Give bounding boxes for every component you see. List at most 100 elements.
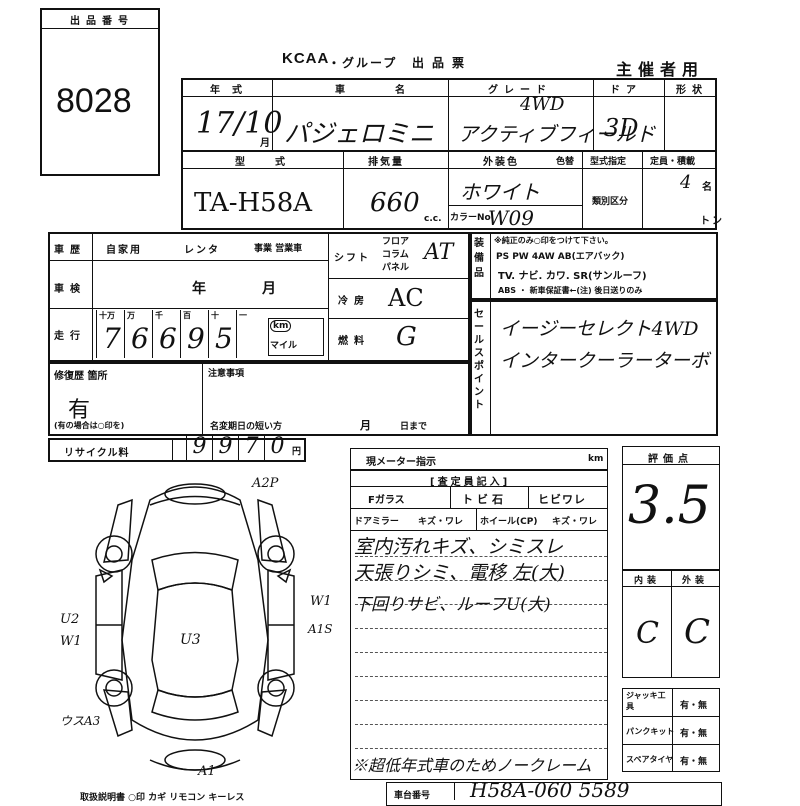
damage-mark-w1-left: W1 [60,634,82,649]
appraiser-note-3: 下回りサビ、ルーフU(大) [354,595,551,615]
category-label: 類別区分 [592,197,629,207]
recycle-digit: 9 [212,434,238,462]
mileage-unit-label: 万 [127,311,135,320]
recycle-unit: 円 [292,447,302,457]
mileage-km: km [270,320,292,332]
history-table [48,232,470,362]
equipment-line2: TV. ナビ. カワ. SR(サンルーフ) [498,271,647,282]
recycle-digit: 0 [264,434,290,462]
mirror-options: キズ・ワレ [418,517,464,527]
meter-unit: km [588,454,604,464]
appraiser-label: [査定員記入] [430,477,511,488]
chassis-label: 車台番号 [394,791,431,801]
inspection-label: 車検 [54,284,86,295]
tool-spare-label: スペアタイヤ [626,755,674,764]
car-name-value: パジェロミニ [284,119,435,148]
shape-label: 形状 [676,85,708,96]
chassis-value: H58A-060 5589 [470,778,630,802]
tools-box [622,688,720,772]
inspection-month-unit: 月 [262,281,278,297]
year-label: 年式 [210,85,254,96]
equipment-label: 装備品 [474,238,484,279]
usage-label: 主催者用 [616,60,705,79]
recycle-digit: 9 [186,434,212,462]
mileage-unit-label: 十 [211,311,219,320]
repair-value: 有 [68,398,91,423]
damage-mark-a2p: A2P [252,476,279,491]
lot-number-label: 出品番号 [70,16,134,27]
deadline-day: 日まで [400,422,428,432]
mirror-label: ドアミラー [354,517,399,527]
grade-label: グレード [488,85,552,96]
glass-label: Fガラス [368,495,405,506]
deadline-month: 月 [360,419,371,432]
usage-commercial: 事業 営業車 [254,244,303,254]
mileage-digit: 6 [131,322,149,355]
equipment-line1: PS PW 4AW AB(エアバック) [496,252,625,262]
equipment-box [470,232,718,300]
lot-number-box: 出品番号 8028 [40,8,160,176]
deadline-label: 名変期日の短い方 [210,422,283,432]
cc-label: 排気量 [368,157,404,168]
sales-point-label: セールスポイント [474,309,484,411]
color-code-label: カラーNo. [450,213,495,223]
mileage-km-box [268,318,324,356]
cc-value: 660 [370,188,420,218]
appraiser-note-2: 天張りシミ、電移 左(大) [354,562,565,584]
mileage-cell: 十万 7 [96,310,124,358]
capacity-label: 定員・積載 [650,157,696,167]
mileage-cell: 一 [236,310,264,358]
vehicle-table [181,78,717,230]
shift-floor: フロア [382,237,410,247]
mileage-unit-label: 十万 [99,311,115,320]
cc-unit: c.c. [424,214,442,224]
tool-puncture-label: パンクキット [626,727,675,736]
name-label: 車名 [335,85,455,96]
mileage-unit-label: 一 [239,311,247,320]
damage-mark-u2: U2 [60,612,80,627]
brand-logo: KCAA [282,50,329,67]
damage-mark-w1-right: W1 [310,594,332,609]
lot-number: 8028 [56,82,132,120]
repair-box [48,362,470,436]
shift-column: コラム [382,250,409,260]
equipment-note: ※純正のみ○印をつけて下さい。 [494,236,613,245]
capacity-value: 4 [680,172,692,193]
load-unit: トン [700,216,724,227]
usage-history-label: 車歴 [54,245,86,256]
capacity-unit: 名 [702,182,714,193]
score-box [622,446,720,570]
mileage-unit-label: 千 [155,311,163,320]
fuel-value: G [396,322,417,352]
mileage-digit: 5 [215,322,233,355]
mileage-label: 走行 [54,331,86,342]
sales-point-line1: イージーセレクト4WD [500,318,699,340]
usage-private: 自家用 [106,245,142,256]
inspection-year-unit: 年 [192,281,208,297]
model-label: 型式 [235,157,315,168]
designation-label: 型式指定 [590,157,627,167]
mileage-mile: マイル [270,341,298,351]
sales-point-line2: インタークーラーターボ [500,350,710,372]
damage-mark-a1: A1 [198,764,216,779]
meter-label: 現メーター指示 [366,457,436,468]
shift-value: AT [424,240,454,265]
brand-group: ・グループ [328,56,398,70]
ac-value: AC [388,284,424,312]
exterior-label: 外装 [682,576,709,586]
damage-mark-u3: U3 [180,632,201,648]
interior-label: 内装 [634,576,661,586]
doors-value: 3D [604,114,639,142]
appraiser-footer: ※超低年式車のためノークレーム [352,756,592,775]
exterior-value: C [684,612,711,652]
fuel-label: 燃料 [338,336,370,347]
mileage-digit: 7 [103,322,121,355]
mileage-digit: 6 [159,322,177,355]
mileage-digit: 9 [187,322,205,355]
